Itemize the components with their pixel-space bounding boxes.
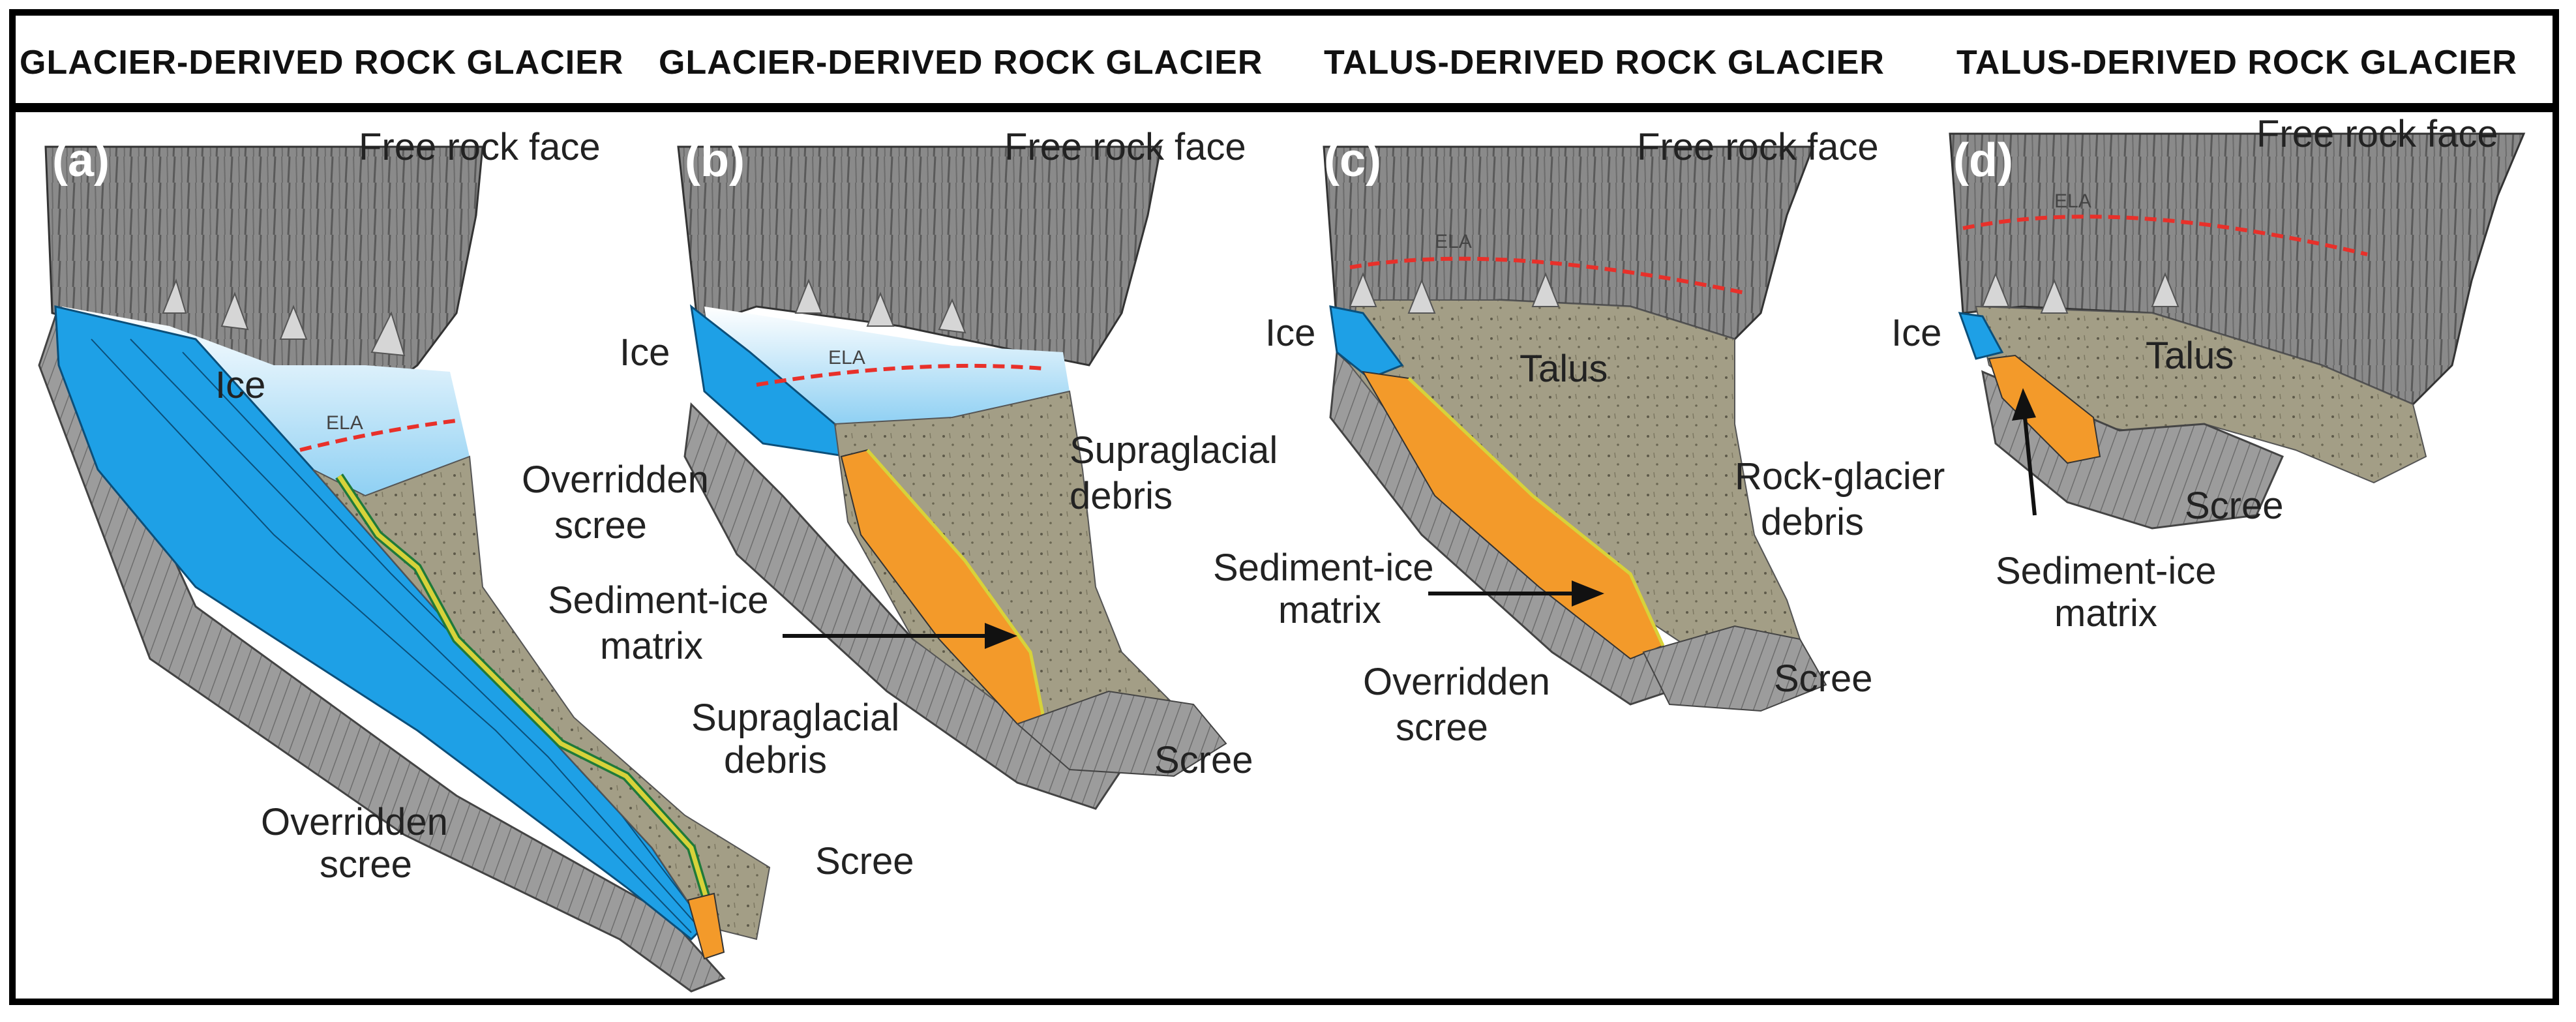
- panel-label-b: (b): [685, 134, 745, 187]
- label-sediment-c-1: Sediment-ice: [1213, 547, 1433, 589]
- label-sediment-d-1: Sediment-ice: [1996, 550, 2216, 592]
- ela-line-b: [756, 363, 1044, 387]
- panel-c: ELA (c) Free rock face Ice Talus Rock-gl…: [1213, 126, 1945, 749]
- label-sediment-b-2: matrix: [600, 625, 703, 667]
- label-rockglacier-c-1: Rock-glacier: [1735, 455, 1945, 498]
- sediment-ice-toe-a: [687, 892, 725, 960]
- label-ice-c: Ice: [1265, 312, 1315, 354]
- label-sediment-b-1: Sediment-ice: [548, 579, 768, 622]
- label-overridden-a-2: scree: [320, 843, 412, 886]
- glacier-ice-c: [1329, 305, 1404, 380]
- ela-label-c: ELA: [1435, 231, 1472, 252]
- panel-label-c: (c): [1324, 134, 1381, 187]
- sediment-ice-core-d: [1988, 354, 2101, 464]
- scree-fan-b: [1016, 690, 1227, 777]
- label-free-rock-face-b: Free rock face: [1004, 126, 1246, 168]
- label-sediment-d-2: matrix: [2054, 592, 2157, 635]
- label-talus-d: Talus: [2146, 335, 2234, 377]
- label-scree-c: Scree: [1774, 657, 1873, 700]
- label-free-rock-face-d: Free rock face: [2256, 113, 2498, 155]
- label-free-rock-face-c: Free rock face: [1637, 126, 1879, 168]
- header-divider: [16, 103, 2559, 112]
- panel-a: ELA (a) Free rock face Ice Supraglacial …: [38, 126, 914, 993]
- label-overridden-a-1: Overridden: [261, 801, 448, 843]
- label-overridden-b-1: Overridden: [522, 458, 709, 501]
- ela-line-a: [299, 419, 457, 452]
- label-overridden-b-2: scree: [554, 504, 647, 547]
- label-ice-b: Ice: [620, 331, 670, 374]
- ela-label-d: ELA: [2054, 190, 2091, 212]
- panel-b: ELA (b) Free rock face Ice Supraglacial …: [522, 126, 1278, 810]
- ela-line-d: [1962, 215, 2368, 256]
- label-supraglacial-b-1: Supraglacial: [1070, 429, 1278, 472]
- label-supraglacial-a-1: Supraglacial: [691, 697, 899, 739]
- header-panel-d: TALUS-DERIVED ROCK GLACIER: [1956, 44, 2517, 82]
- panel-label-a: (a): [52, 134, 110, 187]
- header-panel-a: GLACIER-DERIVED ROCK GLACIER: [20, 44, 624, 82]
- arrow-sediment-c: [1428, 580, 1604, 607]
- glacier-ice-d: [1958, 312, 2004, 360]
- arrow-sediment-b: [783, 623, 1017, 649]
- header-panel-b: GLACIER-DERIVED ROCK GLACIER: [659, 44, 1263, 82]
- panel-d: ELA (d) Free rock face Ice Talus Scree S…: [1891, 113, 2526, 635]
- ela-label-a: ELA: [326, 412, 363, 434]
- label-scree-a: Scree: [815, 840, 914, 882]
- label-scree-b: Scree: [1154, 739, 1253, 781]
- panel-label-d: (d): [1953, 134, 2013, 187]
- label-overridden-c-1: Overridden: [1363, 661, 1550, 703]
- label-rockglacier-c-2: debris: [1761, 501, 1864, 543]
- label-sediment-c-2: matrix: [1278, 589, 1381, 631]
- overridden-scree-a: [38, 303, 726, 993]
- label-scree-d: Scree: [2185, 485, 2284, 527]
- header-panel-c: TALUS-DERIVED ROCK GLACIER: [1324, 44, 1885, 82]
- ela-label-b: ELA: [828, 347, 865, 368]
- label-supraglacial-b-2: debris: [1070, 475, 1173, 517]
- ela-line-c: [1349, 256, 1748, 295]
- label-supraglacial-a-2: debris: [724, 739, 827, 781]
- label-ice-d: Ice: [1891, 312, 1941, 354]
- scree-fan-c: [1642, 625, 1827, 712]
- label-talus-c: Talus: [1520, 348, 1608, 390]
- label-overridden-c-2: scree: [1396, 706, 1488, 749]
- label-ice-a: Ice: [215, 364, 265, 406]
- label-free-rock-face-a: Free rock face: [359, 126, 601, 168]
- arrow-sediment-d: [2012, 388, 2037, 516]
